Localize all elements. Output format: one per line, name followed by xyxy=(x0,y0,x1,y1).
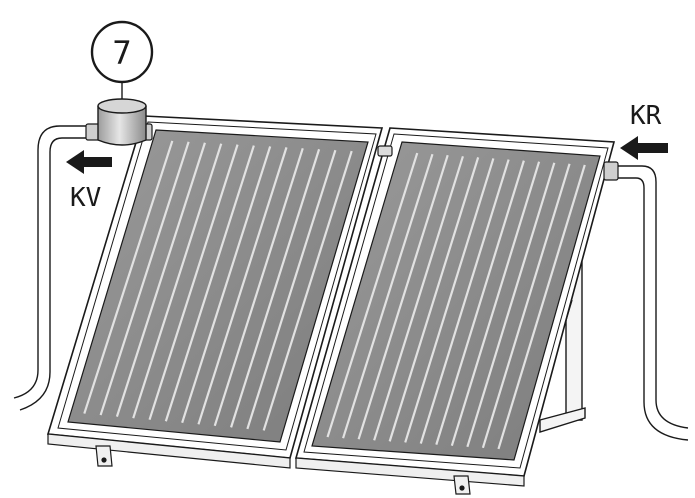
flow-pipe-left xyxy=(13,125,96,411)
absorber-fin xyxy=(213,147,304,427)
collector-panel-left xyxy=(46,115,384,469)
absorber-fin xyxy=(83,140,174,414)
panel-connector xyxy=(377,145,393,157)
absorber-left xyxy=(67,129,369,443)
callout-number: 7 xyxy=(112,34,131,72)
collector-panel-right xyxy=(294,127,616,487)
absorber-fin xyxy=(342,153,434,439)
absorber-fin xyxy=(115,142,206,417)
absorber-fins-right xyxy=(326,152,586,450)
absorber-fin xyxy=(326,152,419,438)
absorber-fin xyxy=(481,163,571,449)
callout-circle xyxy=(90,20,154,84)
mounting-feet xyxy=(95,445,471,495)
absorber-fin xyxy=(497,164,586,450)
absorber-fins-left xyxy=(83,140,353,431)
absorber-fin xyxy=(181,146,272,424)
absorber-fin xyxy=(357,154,449,440)
absorber-fin xyxy=(246,149,337,430)
return-pipe-right xyxy=(616,165,689,441)
absorber-fin xyxy=(262,150,353,431)
absorber-fin xyxy=(197,147,288,425)
kr-label: KR xyxy=(630,101,662,131)
absorber-fin xyxy=(388,157,480,442)
absorber-fin xyxy=(466,162,556,448)
callout-7: 7 xyxy=(90,20,154,84)
absorber-fin xyxy=(450,161,541,447)
kr-arrow xyxy=(620,136,668,160)
absorber-fin xyxy=(373,155,464,441)
absorber-right xyxy=(311,141,601,461)
absorber-fin xyxy=(148,144,239,421)
air-vent-vessel xyxy=(97,82,147,146)
kv-arrow xyxy=(66,150,112,174)
absorber-fin xyxy=(419,159,510,444)
absorber-fin xyxy=(404,158,495,443)
absorber-fin xyxy=(132,143,223,419)
kv-label: KV xyxy=(70,183,101,213)
absorber-fin xyxy=(164,145,255,422)
absorber-fin xyxy=(99,141,190,416)
absorber-fin xyxy=(435,160,525,445)
absorber-fin xyxy=(230,148,321,428)
